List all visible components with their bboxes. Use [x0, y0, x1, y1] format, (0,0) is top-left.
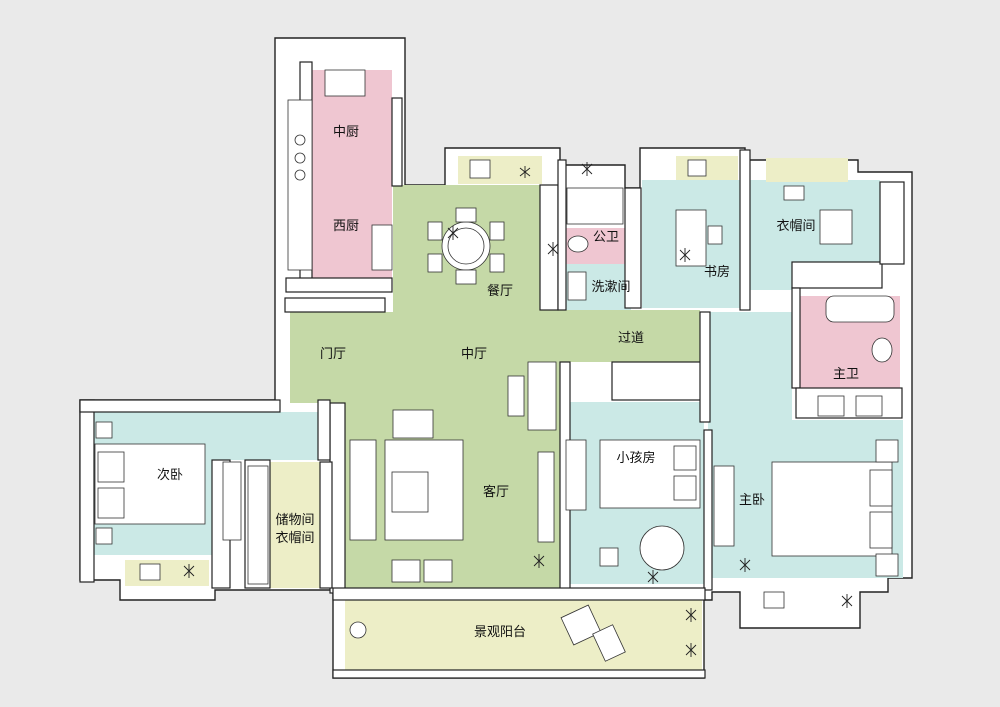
label-washroom: 洗漱间: [591, 280, 630, 295]
wardrobe-master-fill: [750, 180, 880, 290]
label-corridor: 过道: [618, 331, 644, 346]
label-chinese-kitchen: 中厨: [333, 125, 359, 140]
wardrobe-balcony-fill: [766, 158, 848, 182]
label-master-bath: 主卫: [833, 367, 859, 382]
label-dining: 餐厅: [487, 283, 513, 299]
label-kids-room: 小孩房: [616, 450, 655, 466]
furniture: [94, 69, 899, 662]
study-balcony-fill: [676, 156, 738, 180]
label-balcony: 景观阳台: [474, 625, 526, 640]
label-master-bedroom: 主卧: [739, 493, 765, 508]
label-wardrobe-second: 衣帽间: [275, 530, 314, 546]
storage-fill: [270, 462, 320, 588]
label-living-room: 客厅: [483, 484, 509, 500]
label-wardrobe-master: 衣帽间: [776, 218, 815, 234]
room-labels: 中厨 西厨 餐厅 公卫 洗漱间 书房 衣帽间 过道 门厅 中厅 主卫 次卧 储物…: [157, 125, 859, 640]
bedroom2-balcony-fill: [125, 560, 209, 586]
label-western-kitchen: 西厨: [333, 219, 359, 234]
plants: [183, 162, 853, 657]
balcony-fill: [345, 600, 702, 670]
label-public-bath: 公卫: [593, 230, 619, 245]
label-central-hall: 中厅: [461, 347, 487, 362]
label-foyer: 门厅: [320, 347, 346, 362]
label-second-bedroom: 次卧: [157, 467, 183, 483]
dining-table: [427, 207, 505, 285]
label-study: 书房: [704, 264, 730, 280]
label-storage: 储物间: [275, 513, 314, 528]
